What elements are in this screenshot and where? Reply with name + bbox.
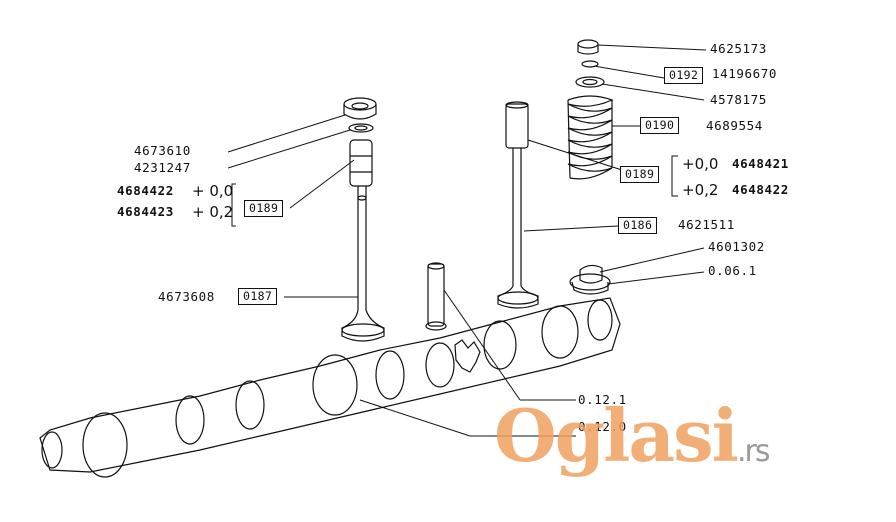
valve-spring-stack bbox=[567, 39, 614, 180]
tappet-rod bbox=[425, 262, 447, 331]
part-number-4625173: 4625173 bbox=[710, 41, 767, 56]
part-number-4673608: 4673608 bbox=[158, 289, 215, 304]
part-number-14196670: 14196670 bbox=[712, 66, 778, 81]
part-number-4673610: 4673610 bbox=[134, 143, 191, 158]
tappet-bucket bbox=[569, 264, 611, 295]
part-number-4601302: 4601302 bbox=[708, 239, 765, 254]
left-valve-assembly bbox=[341, 97, 385, 342]
ref-box-0189-left: 0189 bbox=[244, 200, 284, 217]
part-number-4689554: 4689554 bbox=[706, 118, 763, 133]
oversize-plus-00-right: +0,0 bbox=[682, 155, 719, 173]
ref-0-12-0: 0.12.0 bbox=[578, 419, 627, 434]
ref-box-0192: 0192 bbox=[664, 67, 704, 84]
watermark-main: Oglasi bbox=[494, 393, 739, 478]
watermark-logo: Oglasi.rs bbox=[494, 393, 770, 492]
oversize-plus-00-left: + 0,0 bbox=[192, 182, 234, 200]
ref-box-0189-right: 0189 bbox=[620, 166, 660, 183]
oversize-plus-02-right: +0,2 bbox=[682, 181, 719, 199]
oversize-plus-02-left: + 0,2 bbox=[192, 203, 234, 221]
camshaft bbox=[39, 297, 621, 478]
watermark-suffix: .rs bbox=[736, 434, 770, 469]
ref-box-0187: 0187 bbox=[238, 288, 278, 305]
part-number-4648421: 4648421 bbox=[732, 156, 789, 171]
part-number-4684423: 4684423 bbox=[117, 204, 174, 219]
part-number-4684422: 4684422 bbox=[117, 183, 174, 198]
ref-0-06-1: 0.06.1 bbox=[708, 263, 757, 278]
part-number-4648422: 4648422 bbox=[732, 182, 789, 197]
right-valve-assembly bbox=[497, 101, 539, 309]
ref-box-0186: 0186 bbox=[618, 217, 658, 234]
ref-0-12-1: 0.12.1 bbox=[578, 392, 627, 407]
part-number-4621511: 4621511 bbox=[678, 217, 735, 232]
part-number-4231247: 4231247 bbox=[134, 160, 191, 175]
part-number-4578175: 4578175 bbox=[710, 92, 767, 107]
ref-box-0190: 0190 bbox=[640, 117, 680, 134]
